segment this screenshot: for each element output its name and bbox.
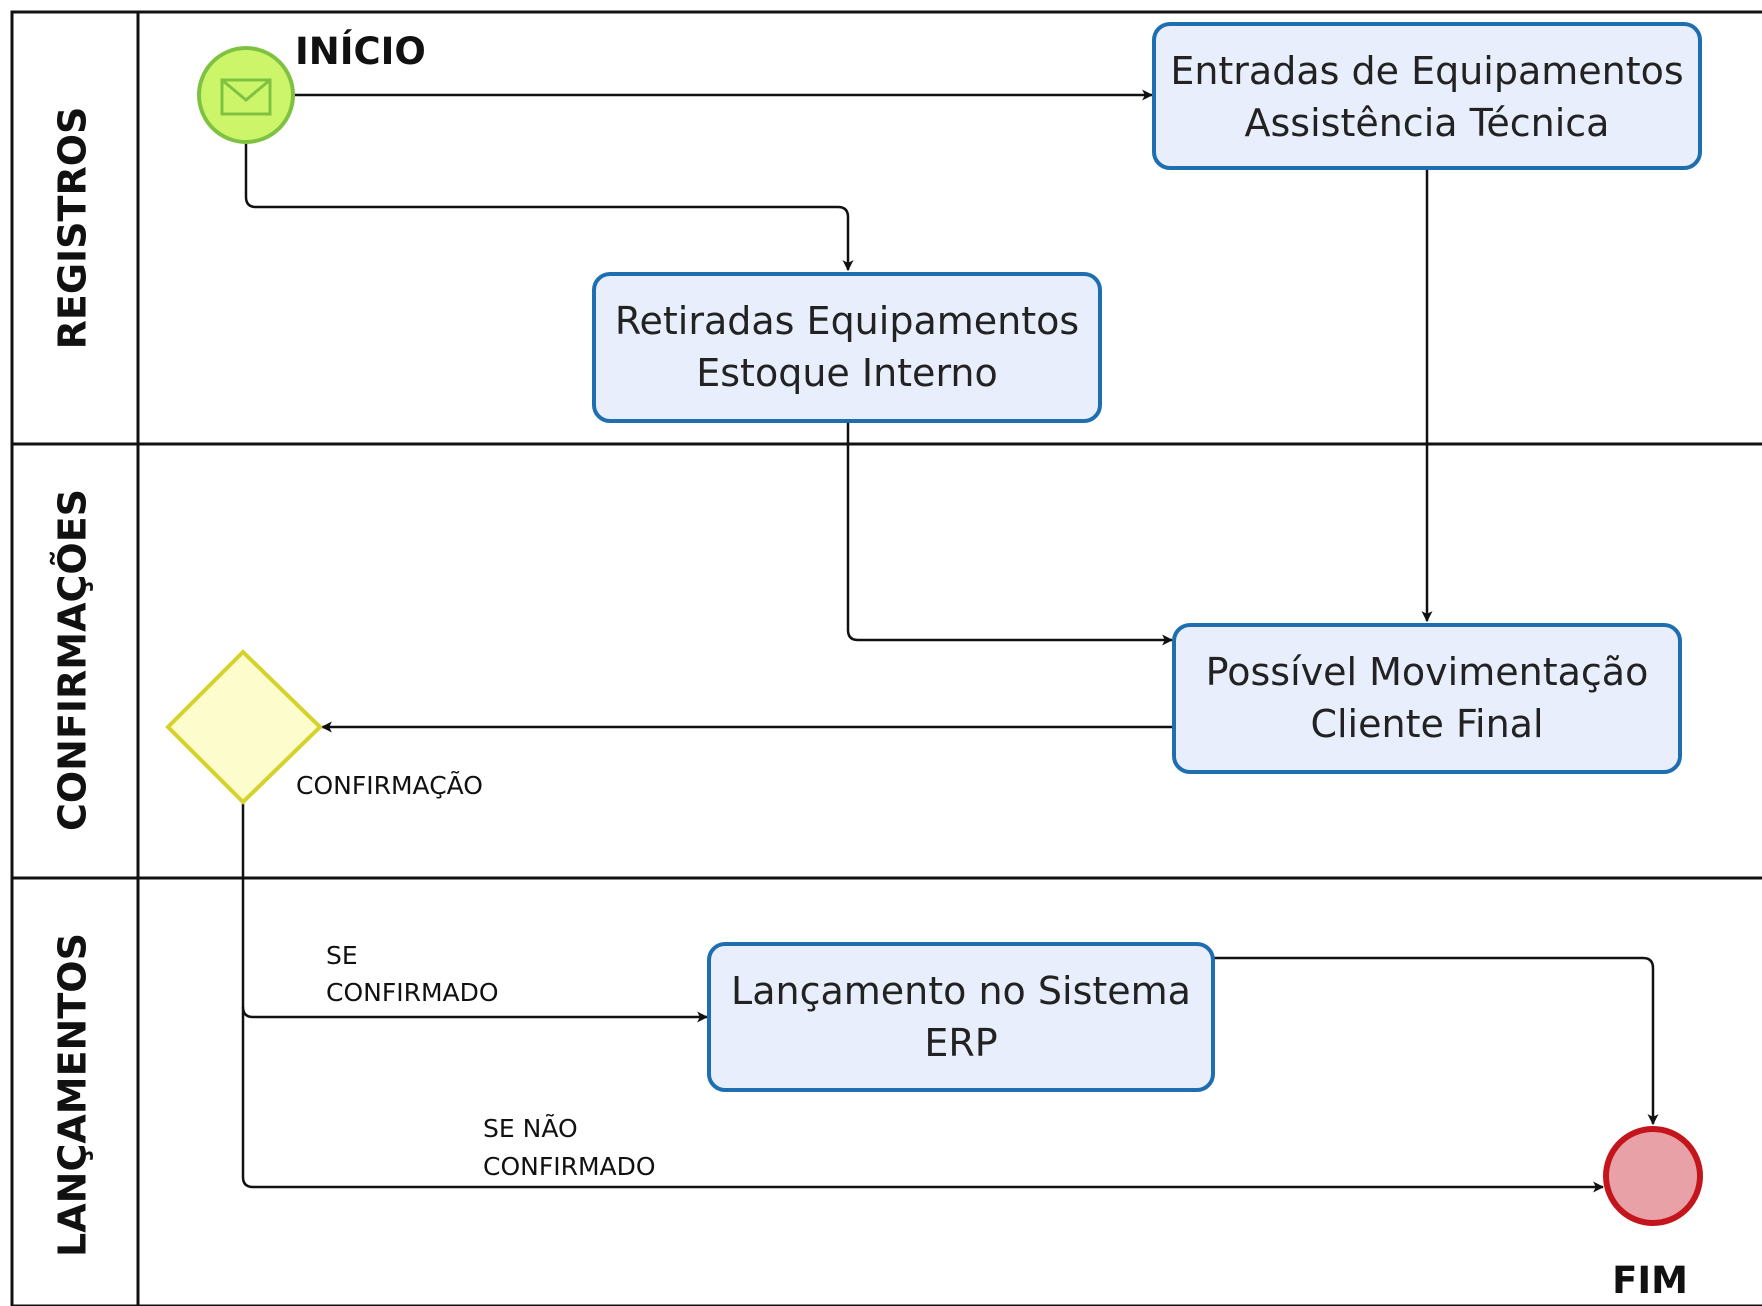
- flow-label-confirmed-line2: CONFIRMADO: [326, 978, 499, 1007]
- lane-registros: REGISTROS: [51, 107, 95, 350]
- task-lancamento[interactable]: Lançamento no Sistema ERP: [707, 942, 1215, 1092]
- task-entradas[interactable]: Entradas de Equipamentos Assistência Téc…: [1152, 22, 1702, 170]
- flow-lancamento-to-end[interactable]: [1213, 956, 1659, 1126]
- start-event-label: INÍCIO: [295, 29, 426, 73]
- gateway-label: CONFIRMAÇÃO: [296, 770, 483, 800]
- flow-label-confirmed: SE CONFIRMADO: [326, 941, 499, 1007]
- end-event-circle[interactable]: [1603, 1126, 1703, 1226]
- lane-label-confirmacoes: CONFIRMAÇÕES: [51, 489, 95, 831]
- end-event-label: FIM: [1612, 1259, 1688, 1302]
- task-retiradas-line2: Estoque Interno: [696, 351, 997, 395]
- end-event[interactable]: FIM: [1603, 1126, 1703, 1302]
- gateway-confirmacao[interactable]: CONFIRMAÇÃO: [165, 649, 483, 805]
- task-movimentacao[interactable]: Possível Movimentação Cliente Final: [1172, 623, 1682, 774]
- sequence-flows: [241, 89, 1659, 1193]
- lane-confirmacoes: CONFIRMAÇÕES: [51, 489, 95, 831]
- gateway-diamond[interactable]: [165, 649, 323, 805]
- task-retiradas[interactable]: Retiradas Equipamentos Estoque Interno: [592, 272, 1102, 423]
- task-retiradas-line1: Retiradas Equipamentos: [615, 299, 1079, 343]
- flow-label-not-confirmed: SE NÃO CONFIRMADO: [483, 1113, 656, 1181]
- task-lancamento-line1: Lançamento no Sistema: [731, 969, 1191, 1013]
- task-lancamento-line2: ERP: [924, 1021, 997, 1065]
- envelope-icon: [220, 78, 272, 116]
- lane-label-registros: REGISTROS: [51, 107, 95, 350]
- flow-label-confirmed-line1: SE: [326, 941, 358, 970]
- flow-start-to-retiradas[interactable]: [244, 143, 854, 272]
- task-entradas-line1: Entradas de Equipamentos: [1170, 49, 1683, 93]
- flow-label-not-confirmed-line1: SE NÃO: [483, 1113, 578, 1143]
- task-entradas-line2: Assistência Técnica: [1245, 101, 1610, 145]
- lane-lancamentos: LANÇAMENTOS: [51, 933, 95, 1257]
- task-movimentacao-line1: Possível Movimentação: [1206, 650, 1649, 694]
- start-event-circle[interactable]: [197, 46, 295, 144]
- flow-retiradas-to-movimentacao[interactable]: [846, 421, 1174, 646]
- start-event[interactable]: INÍCIO: [197, 29, 426, 144]
- task-movimentacao-line2: Cliente Final: [1310, 702, 1543, 746]
- lane-label-lancamentos: LANÇAMENTOS: [51, 933, 95, 1257]
- flow-gateway-not-confirmed[interactable]: [241, 1007, 1605, 1193]
- flow-label-not-confirmed-line2: CONFIRMADO: [483, 1152, 656, 1181]
